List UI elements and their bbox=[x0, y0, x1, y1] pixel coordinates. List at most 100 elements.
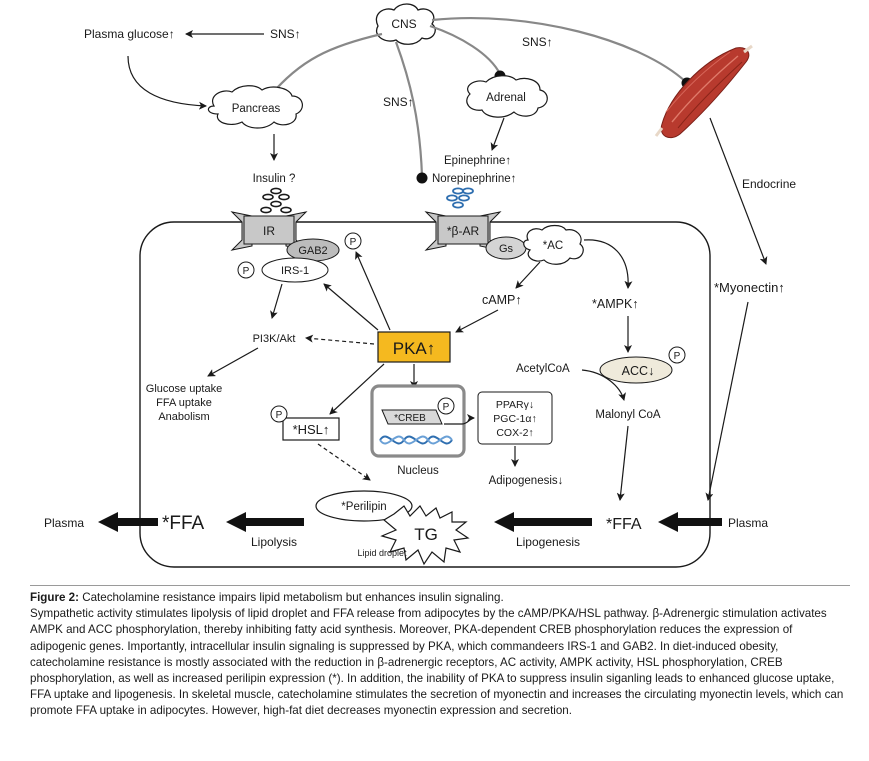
adipocyte-cell bbox=[139, 221, 711, 568]
nucleus-label: Nucleus bbox=[397, 465, 439, 477]
myonectin-label: *Myonectin↑ bbox=[714, 280, 785, 295]
lipogenesis-label: Lipogenesis bbox=[516, 535, 580, 549]
gs-label: Gs bbox=[499, 243, 514, 255]
pi3k-label: PI3K/Akt bbox=[253, 333, 296, 345]
hsl-box bbox=[282, 417, 340, 441]
hsl-label: *HSL↑ bbox=[293, 422, 330, 437]
ppar-label: PPARγ↓ bbox=[496, 399, 534, 411]
plasma-glucose-label: Plasma glucose↑ bbox=[84, 27, 175, 41]
cox-label: COX-2↑ bbox=[496, 427, 533, 439]
arrow-malonyl-ffa bbox=[616, 425, 629, 501]
ffa-left-label: *FFA bbox=[162, 513, 205, 534]
acc-label: ACC↓ bbox=[622, 364, 655, 378]
insulin-receptor: IR bbox=[230, 211, 308, 251]
arrow-pka-pi3k bbox=[305, 334, 375, 345]
nerve-cns-adrenal bbox=[429, 24, 501, 75]
ffa-uptake-label: FFA uptake bbox=[156, 397, 212, 409]
arrow-adrenal-catecholamines bbox=[490, 117, 505, 151]
ac-cloud: *AC bbox=[523, 224, 584, 265]
arrow-pka-irs1 bbox=[323, 283, 379, 331]
lipolysis-label: Lipolysis bbox=[251, 535, 297, 549]
irs1-label: IRS-1 bbox=[281, 265, 309, 277]
creb-label: *CREB bbox=[394, 413, 426, 424]
acc-phospho-label: P bbox=[674, 351, 681, 362]
lipid-droplet-label: Lipid droplet bbox=[357, 548, 407, 558]
nerve-cns-adipocyte bbox=[394, 41, 424, 177]
norepinephrine-label: Norepinephrine↑ bbox=[432, 173, 516, 185]
caption-title-text: Catecholamine resistance impairs lipid m… bbox=[82, 591, 504, 604]
adrenal-label: Adrenal bbox=[486, 92, 526, 104]
tg-droplet bbox=[380, 505, 470, 566]
arrow-creb-genes bbox=[444, 414, 475, 425]
arrow-ac-camp bbox=[515, 261, 541, 289]
insulin-molecules bbox=[260, 187, 292, 214]
glucose-uptake-label: Glucose uptake bbox=[146, 383, 222, 395]
acc-node bbox=[599, 356, 673, 384]
perilipin-label: *Perilipin bbox=[341, 501, 386, 513]
sns-mid-label: SNS↑ bbox=[383, 95, 414, 109]
cns-label: CNS bbox=[391, 17, 416, 31]
arrow-camp-pka bbox=[455, 309, 499, 333]
beta-ar-label: *β-AR bbox=[447, 224, 480, 238]
plasma-left-label: Plasma bbox=[44, 516, 84, 530]
nerve-cns-pancreas bbox=[269, 32, 383, 97]
hsl-phospho bbox=[270, 405, 288, 423]
arrow-pka-hsl bbox=[329, 363, 385, 415]
irs1-node bbox=[261, 257, 329, 283]
anabolism-label: Anabolism bbox=[158, 411, 209, 423]
tg-label: TG bbox=[414, 525, 438, 544]
figure-caption: Figure 2: Catecholamine resistance impai… bbox=[30, 590, 850, 720]
arrow-muscle-myonectin bbox=[709, 117, 768, 265]
arrow-acetyl-malonyl bbox=[581, 369, 626, 401]
pka-label: PKA↑ bbox=[393, 339, 436, 358]
caption-heading: Figure 2: Catecholamine resistance impai… bbox=[30, 590, 850, 606]
arrow-irs1-pi3k bbox=[270, 283, 283, 319]
gab2-phospho bbox=[344, 232, 362, 250]
creb-phospho-label: P bbox=[443, 402, 450, 413]
nerve-ending-adipocyte bbox=[416, 172, 428, 184]
caption-rule bbox=[30, 585, 850, 586]
beta-adrenergic-receptor: *β-AR bbox=[424, 211, 502, 251]
sns-left-label: SNS↑ bbox=[270, 27, 301, 41]
cns-cloud: CNS bbox=[375, 3, 436, 45]
pka-box bbox=[377, 331, 451, 363]
adipogenesis-label: Adipogenesis↓ bbox=[489, 475, 564, 487]
epinephrine-label: Epinephrine↑ bbox=[444, 155, 511, 167]
nerve-cns-muscle bbox=[431, 16, 687, 83]
arrow-myonectin-ffa bbox=[705, 301, 749, 501]
gab2-label: GAB2 bbox=[298, 245, 327, 257]
acetyl-coa-label: AcetylCoA bbox=[516, 363, 570, 375]
arrow-pka-gab2 bbox=[355, 251, 391, 331]
pancreas-cloud: Pancreas bbox=[207, 85, 303, 129]
malonyl-coa-label: Malonyl CoA bbox=[595, 409, 661, 421]
arrow-glucose-pancreas bbox=[127, 55, 207, 110]
perilipin-node bbox=[315, 490, 413, 522]
ir-label: IR bbox=[263, 224, 275, 238]
insulin-label: Insulin ? bbox=[253, 173, 296, 185]
irs1-phospho bbox=[237, 261, 255, 279]
pgc-label: PGC-1α↑ bbox=[493, 413, 536, 425]
arrow-pi3k-outcomes bbox=[207, 347, 259, 377]
endocrine-label: Endocrine bbox=[742, 177, 796, 191]
ac-label: *AC bbox=[543, 240, 563, 252]
genes-box bbox=[477, 391, 553, 445]
creb-element: *CREB bbox=[381, 409, 443, 425]
camp-label: cAMP↑ bbox=[482, 293, 522, 307]
plasma-right-label: Plasma bbox=[728, 516, 768, 530]
caption-figure-number: Figure 2: bbox=[30, 591, 79, 604]
ampk-label: *AMPK↑ bbox=[592, 297, 639, 311]
gab2-phospho-label: P bbox=[350, 237, 357, 248]
dna-helix bbox=[379, 435, 453, 445]
ffa-right-label: *FFA bbox=[606, 516, 642, 533]
pancreas-label: Pancreas bbox=[232, 103, 281, 115]
acc-phospho bbox=[668, 346, 686, 364]
skeletal-muscle bbox=[654, 44, 753, 139]
catecholamine-molecules bbox=[446, 187, 474, 209]
sns-right-label: SNS↑ bbox=[522, 35, 553, 49]
creb-phospho bbox=[437, 397, 455, 415]
caption-body: Sympathetic activity stimulates lipolysi… bbox=[30, 607, 844, 718]
arrow-ac-ampk bbox=[583, 239, 633, 289]
catecholamine-diagram: CNS SNS↑ SNS↑ SNS↑ Plasma glucose↑ Pancr… bbox=[44, 3, 796, 568]
arrow-hsl-perilipin bbox=[317, 443, 371, 481]
adrenal-cloud: Adrenal bbox=[466, 75, 548, 118]
